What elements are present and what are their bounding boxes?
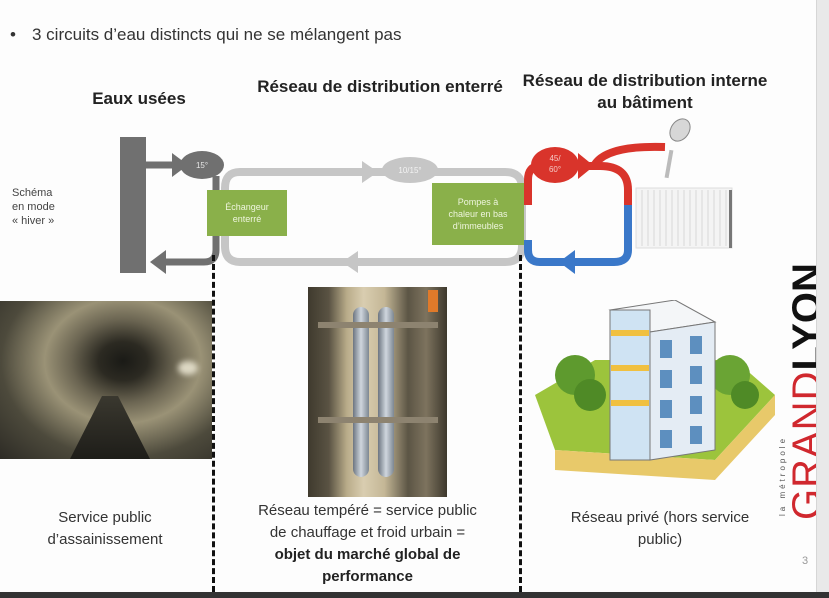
hot-water-to-shower-pipe (590, 142, 666, 169)
caption-assainissement: Service public d’assainissement (20, 507, 190, 551)
caption-line: Réseau privé (hors service (570, 509, 750, 526)
echangeur-label-line: Échangeur (225, 202, 269, 212)
echangeur-enterre-box: Échangeur enterré (207, 190, 287, 236)
pompes-label-line: d’immeubles (452, 221, 504, 231)
floor-slab (611, 365, 649, 371)
heading-eaux-usees: Eaux usées (92, 89, 186, 108)
floor-slab (611, 400, 649, 406)
caption-reseau-tempere: Réseau tempéré = service public de chauf… (230, 500, 505, 588)
building-facade (649, 321, 716, 461)
wastewater-temp-label: 15° (196, 161, 208, 170)
worker-figure (428, 290, 438, 312)
pipe (378, 307, 394, 477)
wastewater-arrow-left-icon (150, 250, 166, 274)
pompes-label-line: Pompes à (457, 197, 499, 207)
floor-slab (611, 330, 649, 336)
hot-arrow-right-icon (578, 153, 594, 179)
bullet-point: • 3 circuits d’eau distincts qui ne se mé… (10, 25, 401, 45)
caption-line: Service public (58, 509, 152, 526)
buried-pipes-photo (308, 287, 447, 497)
pompes-label-line: chaleur en bas (448, 209, 508, 219)
buried-loop-pipe (221, 168, 526, 266)
window-right-edge (816, 0, 829, 598)
schema-note-line: Schéma (12, 187, 53, 199)
heading-reseau-enterre: Réseau de distribution enterré (257, 77, 503, 96)
caption-line: d’assainissement (47, 531, 163, 548)
echangeur-label-line: enterré (232, 214, 262, 224)
caption-line: Réseau tempéré = service public (258, 502, 477, 519)
water-circuits-diagram: 15° 10/15° 45/ 60° (120, 118, 733, 274)
trench-crossbar (318, 417, 438, 423)
wastewater-temp-bubble (180, 151, 224, 179)
section-divider-right (519, 255, 522, 592)
window-bottom-edge (0, 592, 829, 598)
trench-crossbar (318, 322, 438, 328)
pompes-a-chaleur-box: Pompes à chaleur en bas d’immeubles (432, 183, 524, 245)
caption-reseau-prive: Réseau privé (hors service public) (550, 507, 770, 551)
buried-temp-label: 10/15° (398, 166, 421, 175)
pipe (353, 307, 369, 477)
schema-note-line: en mode (12, 201, 55, 213)
radiator-icon (635, 187, 733, 249)
page-number: 3 (802, 555, 809, 567)
building-cutaway-illustration (535, 300, 775, 480)
section-divider-left (212, 255, 215, 592)
hot-temp-label-1: 45/ (549, 154, 561, 163)
tree (731, 381, 759, 409)
schema-note-line: « hiver » (12, 215, 55, 227)
building-windows (660, 336, 702, 448)
heading-reseau-interne: Réseau de distribution interne au bâtime… (522, 71, 768, 112)
buried-temp-bubble (382, 157, 438, 183)
buried-arrow-right-icon (362, 161, 378, 183)
bullet-text: 3 circuits d’eau distincts qui ne se mél… (32, 25, 402, 44)
tunnel-light (178, 361, 198, 375)
hot-temp-bubble (531, 147, 579, 183)
sewer-tunnel-photo (0, 301, 212, 459)
caption-line-bold: objet du marché global de (274, 546, 461, 563)
sewer-collector (120, 137, 146, 273)
caption-line: public) (637, 531, 683, 548)
cold-water-pipe (524, 205, 632, 266)
caption-line-bold: performance (322, 568, 413, 585)
tree (574, 379, 606, 411)
schema-note: Schéma en mode « hiver » (12, 186, 55, 228)
tunnel-floor (70, 396, 150, 459)
buried-arrow-left-icon (342, 251, 358, 273)
hot-temp-label-2: 60° (549, 165, 561, 174)
caption-line: de chauffage et froid urbain = (269, 524, 466, 541)
bullet-dot-icon: • (10, 25, 16, 44)
slide: • 3 circuits d’eau distincts qui ne se mé… (0, 25, 829, 592)
cold-arrow-left-icon (559, 250, 575, 274)
shower-head-icon (664, 118, 691, 179)
